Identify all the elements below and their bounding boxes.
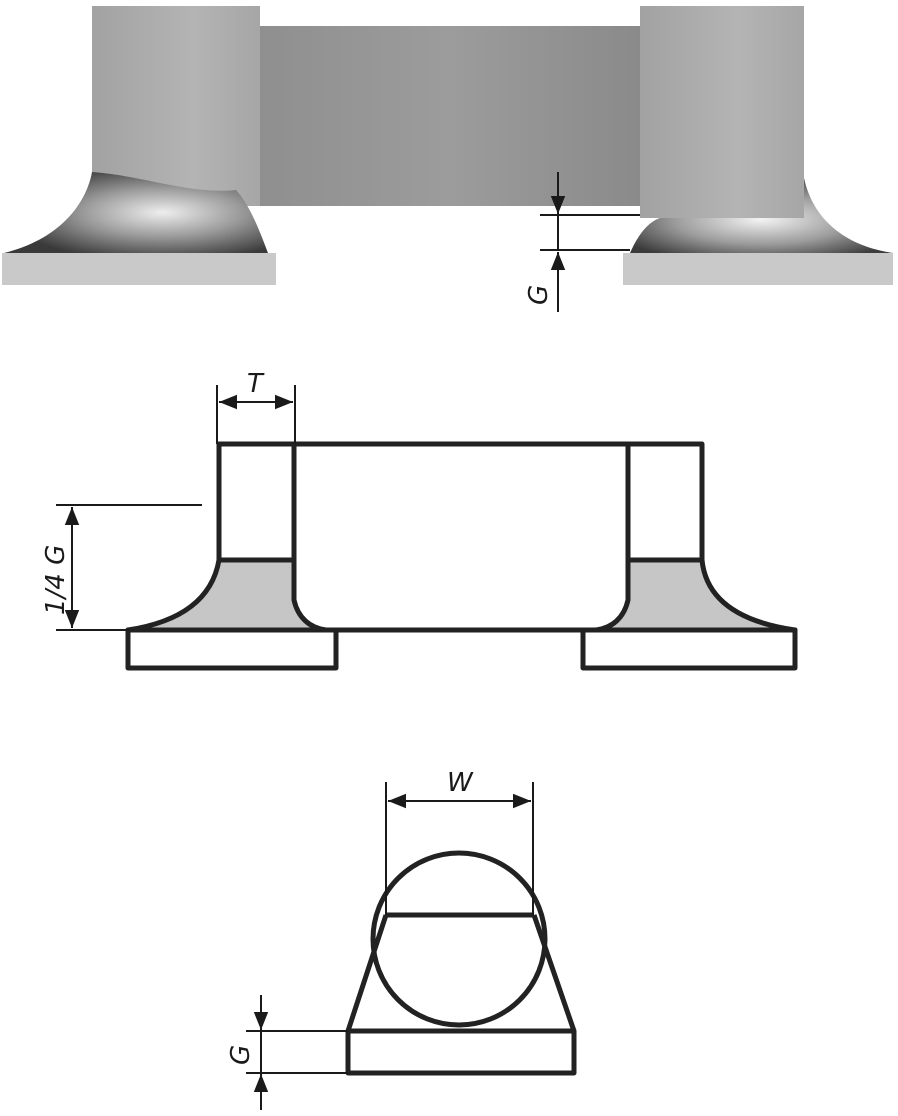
solder-fillet-left [4,172,268,253]
terminal-cross-section [370,850,548,1028]
terminal-outline-right [625,441,705,563]
terminal-left [92,6,260,206]
t-label: T [247,369,265,399]
w-label: W [447,768,474,798]
board-pad-left [2,253,276,285]
side-view: T 1/4 G [41,369,798,671]
gap-label-top: G [524,285,554,305]
fillet-right [593,557,798,633]
shaded-component-view: G [2,6,893,312]
component-body [258,26,642,206]
board-pad-right [623,253,893,285]
end-pad [345,1028,577,1076]
pad-left [125,627,339,671]
end-view: W G [226,768,577,1110]
gap-label-bottom: G [226,1045,256,1065]
solder-fillet-right [630,178,893,253]
end-fillet-outline [345,914,577,1032]
terminal-right [640,6,804,218]
fillet-left [125,557,329,633]
terminal-outline-left [216,441,297,563]
quarter-g-label: 1/4 G [41,545,71,615]
pad-right [580,627,798,671]
